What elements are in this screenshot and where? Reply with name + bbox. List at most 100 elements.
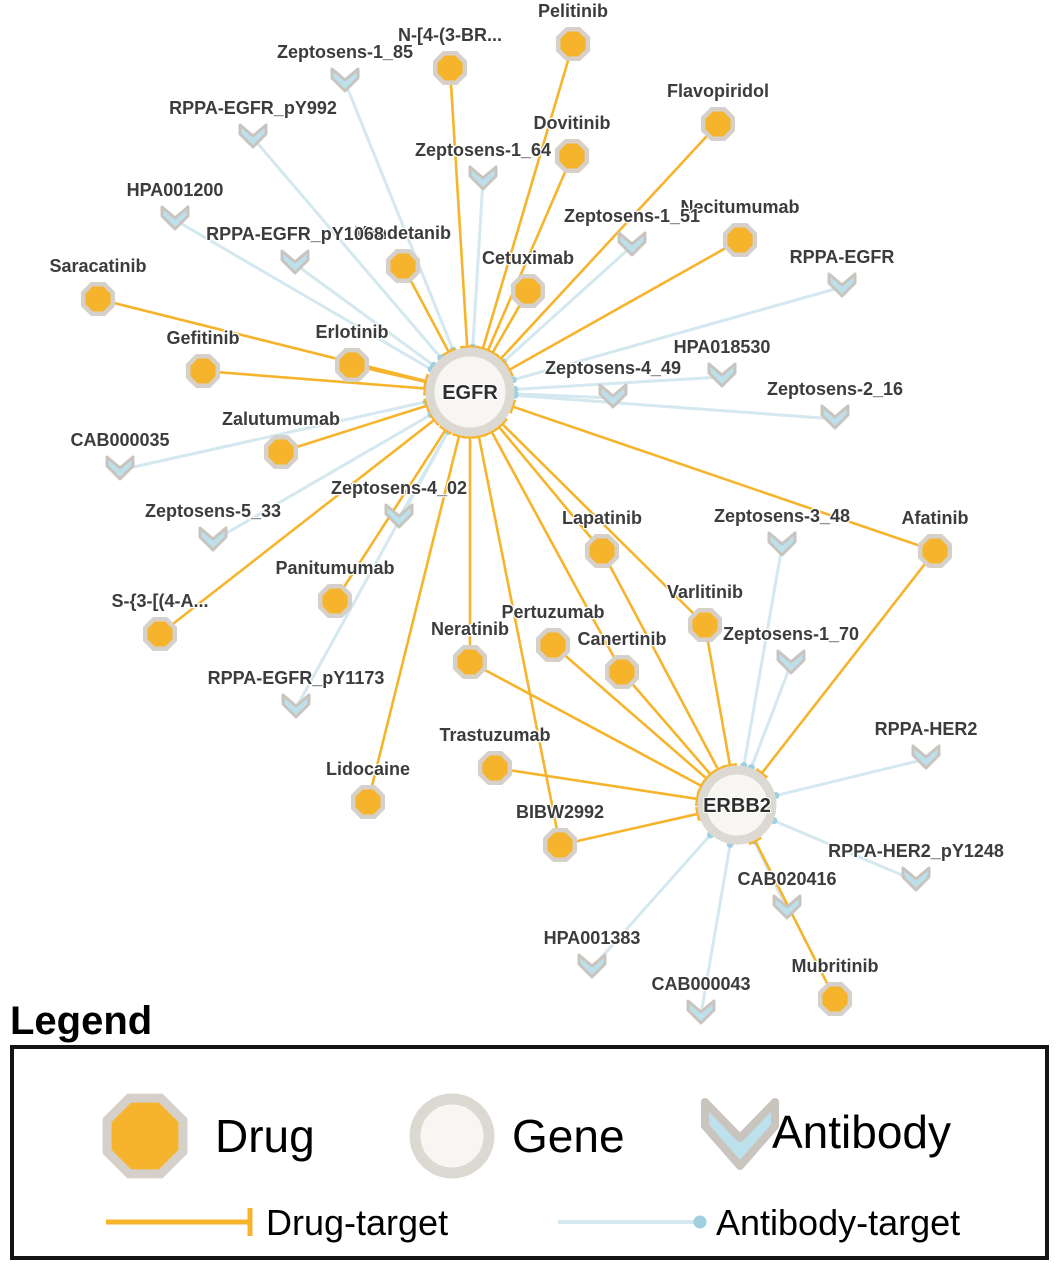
drug-target-edge-afatinib-erbb2 xyxy=(760,550,937,775)
node-label-lidocaine: Lidocaine xyxy=(326,759,410,779)
gene-node-erbb2[interactable] xyxy=(697,765,777,845)
antibody-target-edge-zeptosens_1_51-egfr xyxy=(502,244,634,363)
drug-node-dovitinib[interactable] xyxy=(554,138,590,174)
antibody-target-edge-zeptosens_1_85-egfr xyxy=(343,81,455,351)
inhibition-tee-canertinib-egfr xyxy=(484,426,499,437)
drug-node-vandetanib[interactable] xyxy=(385,248,421,284)
drug-node-saracatinib[interactable] xyxy=(80,281,116,317)
label-layer: EGFRERBB2PelitinibN-[4-(3-BR...Flavopiri… xyxy=(48,0,1005,995)
inhibition-tee-varlitinib-egfr xyxy=(495,417,508,430)
antibody-node-rppa_egfr[interactable] xyxy=(827,272,857,298)
antibody-node-zeptosens_1_51[interactable] xyxy=(617,231,647,257)
antibody-target-edge-zeptosens_5_33-egfr xyxy=(212,413,432,543)
drug-node-panitumumab[interactable] xyxy=(317,583,353,619)
drug-target-edge-neratinib-erbb2 xyxy=(469,660,703,788)
drug-node-zalutumumab[interactable] xyxy=(263,434,299,470)
drug-node-pertuzumab[interactable] xyxy=(535,627,571,663)
drug-node-necitumumab[interactable] xyxy=(722,222,758,258)
node-label-zeptosens_4_49: Zeptosens-4_49 xyxy=(545,358,681,378)
drug-node-neratinib[interactable] xyxy=(452,644,488,680)
antibody-node-cab000043[interactable] xyxy=(686,999,716,1025)
antibody-node-rppa_her2[interactable] xyxy=(911,744,941,770)
antibody-node-zeptosens_1_64[interactable] xyxy=(468,165,498,191)
node-label-trastuzumab: Trastuzumab xyxy=(439,725,550,745)
drug-node-canertinib[interactable] xyxy=(604,654,640,690)
drug-node-bibw2992[interactable] xyxy=(542,827,578,863)
node-layer xyxy=(80,26,953,1025)
drug-node-mubritinib[interactable] xyxy=(817,981,853,1017)
drug-node-afatinib[interactable] xyxy=(917,533,953,569)
legend-gene-icon xyxy=(409,1093,495,1179)
antibody-node-hpa001383[interactable] xyxy=(577,953,607,979)
inhibition-tee-cetuximab-egfr xyxy=(485,348,500,358)
node-label-pelitinib: Pelitinib xyxy=(538,1,608,21)
node-label-zeptosens_2_16: Zeptosens-2_16 xyxy=(767,379,903,399)
node-label-canertinib: Canertinib xyxy=(577,629,666,649)
drug-node-gefitinib[interactable] xyxy=(185,353,221,389)
node-label-hpa001383: HPA001383 xyxy=(544,928,641,948)
drug-node-n_4_3br[interactable] xyxy=(432,50,468,86)
antibody-node-rppa_her2_py1248[interactable] xyxy=(901,866,931,892)
antibody-node-rppa_egfr_py1173[interactable] xyxy=(281,693,311,719)
inhibition-tee-afatinib-egfr xyxy=(508,399,517,414)
drug-node-pelitinib[interactable] xyxy=(555,26,591,62)
antibody-node-cab000035[interactable] xyxy=(105,455,135,481)
inhibition-tee-vandetanib-egfr xyxy=(441,347,456,357)
legend: Legend Drug Gene Antibody Drug-target An… xyxy=(10,999,1049,1260)
legend-drug-icon xyxy=(102,1093,188,1179)
legend-gene-label: Gene xyxy=(512,1110,625,1162)
antibody-node-rppa_egfr_py1068[interactable] xyxy=(280,249,310,275)
gene-node-egfr[interactable] xyxy=(425,347,515,437)
antibody-node-zeptosens_1_85[interactable] xyxy=(330,67,360,93)
inhibition-tee-mubritinib-erbb2 xyxy=(748,836,762,846)
drug-node-trastuzumab[interactable] xyxy=(477,750,513,786)
drug-node-flavopiridol[interactable] xyxy=(700,106,736,142)
antibody-target-edge-hpa001200-egfr xyxy=(174,218,432,371)
inhibition-tee-s_3_4a-egfr xyxy=(429,413,441,427)
inhibition-tee-zalutumumab-egfr xyxy=(423,398,431,413)
drug-target-edge-bibw2992-erbb2 xyxy=(559,812,699,847)
drug-node-cetuximab[interactable] xyxy=(510,273,546,309)
antibody-node-zeptosens_5_33[interactable] xyxy=(198,526,228,552)
drug-node-erlotinib[interactable] xyxy=(334,347,370,383)
inhibition-tee-bibw2992-erbb2 xyxy=(694,806,701,821)
node-label-rppa_her2: RPPA-HER2 xyxy=(875,719,978,739)
drug-node-lidocaine[interactable] xyxy=(350,784,386,820)
drug-target-edge-n_4_3br-egfr xyxy=(448,67,469,348)
node-label-cetuximab: Cetuximab xyxy=(482,248,574,268)
node-label-rppa_egfr_py992: RPPA-EGFR_pY992 xyxy=(169,98,337,118)
legend-antibody-icon xyxy=(701,1098,779,1170)
node-label-rppa_her2_py1248: RPPA-HER2_pY1248 xyxy=(828,841,1004,861)
node-label-cab020416: CAB020416 xyxy=(737,869,836,889)
node-label-zeptosens_1_85: Zeptosens-1_85 xyxy=(277,42,413,62)
node-label-neratinib: Neratinib xyxy=(431,619,509,639)
antibody-node-zeptosens_1_70[interactable] xyxy=(776,649,806,675)
antibody-target-edge-rppa_egfr-egfr xyxy=(512,285,843,382)
inhibition-tee-pertuzumab-erbb2 xyxy=(701,772,713,786)
edge-layer xyxy=(97,43,937,1015)
antibody-node-rppa_egfr_py992[interactable] xyxy=(238,123,268,149)
antibody-node-hpa001200[interactable] xyxy=(160,205,190,231)
antibody-node-cab020416[interactable] xyxy=(772,894,802,920)
antibody-target-edge-hpa018530-egfr xyxy=(514,375,723,391)
antibody-node-hpa018530[interactable] xyxy=(707,362,737,388)
drug-target-edge-lidocaine-egfr xyxy=(366,435,461,803)
drug-node-lapatinib[interactable] xyxy=(584,533,620,569)
antibody-target-edge-zeptosens_2_16-egfr xyxy=(514,393,836,421)
antibody-target-edge-rppa_her2_py1248-erbb2 xyxy=(773,819,917,883)
drug-target-edge-dovitinib-egfr xyxy=(486,155,574,352)
drug-target-edge-pertuzumab-erbb2 xyxy=(552,644,708,780)
drug-target-edge-lapatinib-erbb2 xyxy=(600,550,720,771)
drug-target-edge-canertinib-egfr xyxy=(490,430,624,673)
drug-node-s_3_4a[interactable] xyxy=(142,616,178,652)
drug-node-varlitinib[interactable] xyxy=(687,607,723,643)
antibody-node-zeptosens_2_16[interactable] xyxy=(820,404,850,430)
antibody-node-zeptosens_4_49[interactable] xyxy=(598,383,628,409)
antibody-node-zeptosens_3_48[interactable] xyxy=(767,531,797,557)
node-label-zeptosens_3_48: Zeptosens-3_48 xyxy=(714,506,850,526)
node-label-zalutumumab: Zalutumumab xyxy=(222,409,340,429)
antibody-node-zeptosens_4_02[interactable] xyxy=(384,503,414,529)
node-label-dovitinib: Dovitinib xyxy=(534,113,611,133)
node-label-zeptosens_1_51: Zeptosens-1_51 xyxy=(564,206,700,226)
